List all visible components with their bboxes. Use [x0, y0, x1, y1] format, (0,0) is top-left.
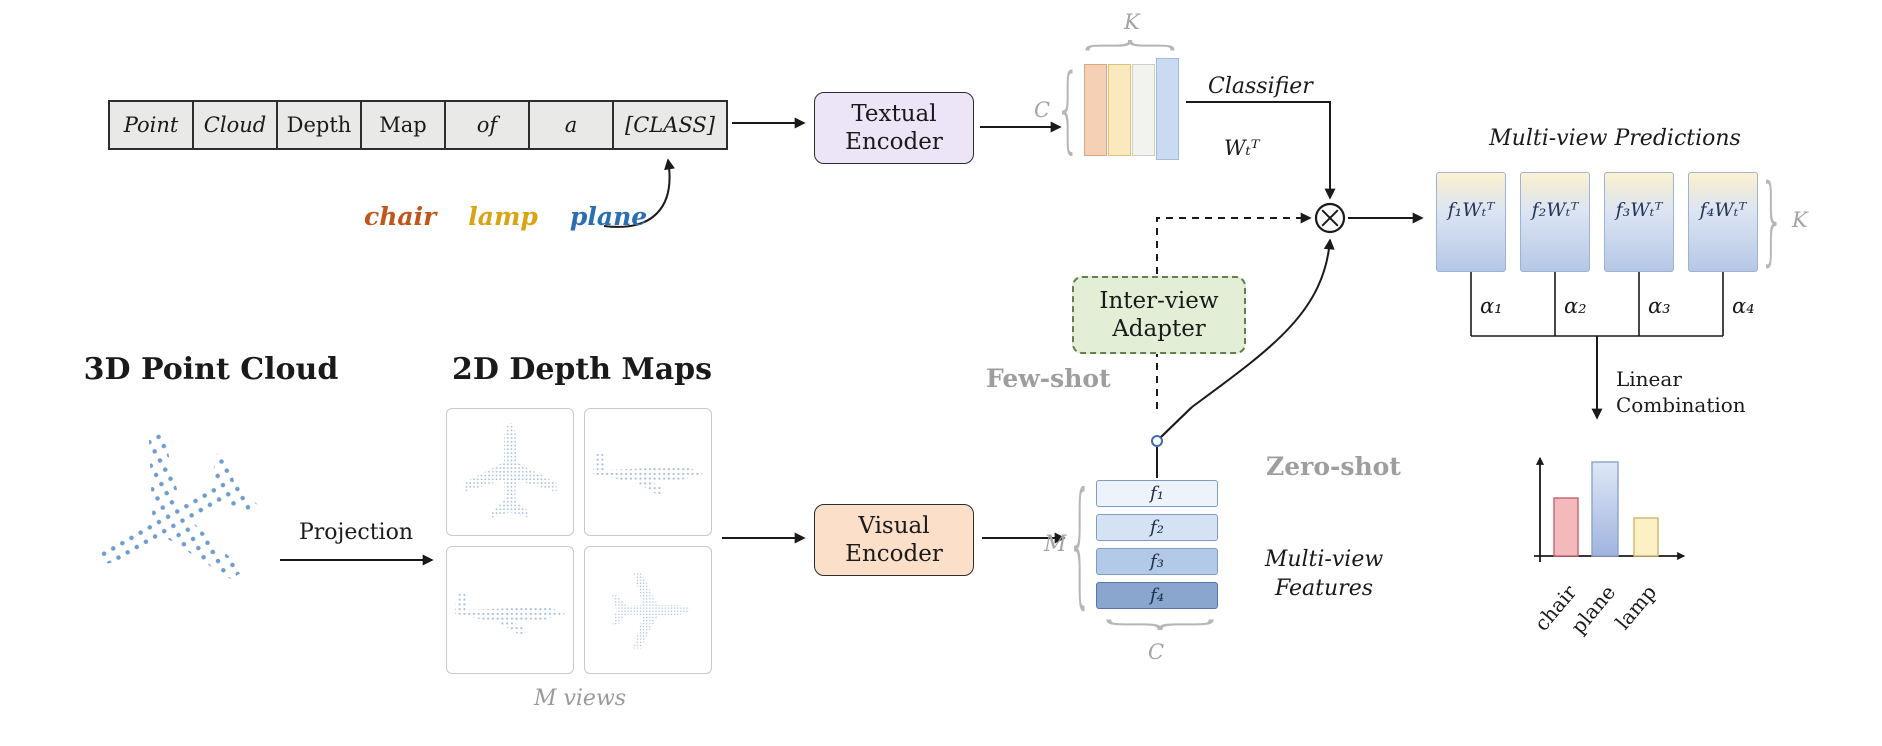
underbrace-c-icon: {: [1090, 611, 1224, 637]
brace-m-icon: {: [1067, 466, 1093, 624]
linear-label-line2: Combination: [1616, 393, 1746, 417]
brace-c-icon: {: [1055, 55, 1081, 165]
prediction-box-1: f₁Wₜᵀ: [1436, 172, 1506, 272]
feature-bar-1: f₁: [1096, 480, 1218, 507]
depth-maps-title: 2D Depth Maps: [452, 352, 713, 387]
classifier-bar-4: [1156, 58, 1179, 160]
switch-blade: [1160, 406, 1193, 438]
alpha-4-label: α₄: [1732, 294, 1755, 318]
class-word-lamp: lamp: [468, 202, 538, 231]
prediction-box-3: f₃Wₜᵀ: [1604, 172, 1674, 272]
feature-bar-3-label: f₃: [1150, 551, 1164, 572]
feature-bar-2: f₂: [1096, 514, 1218, 541]
brace-k-right-icon: }: [1759, 166, 1785, 278]
feature-bar-1-label: f₁: [1150, 483, 1164, 504]
prediction-box-2-label: f₂Wₜᵀ: [1531, 199, 1579, 221]
depth-map-cell-2: [584, 408, 712, 536]
prompt-cell: Depth: [278, 102, 362, 148]
classifier-dim-c: C: [1034, 98, 1051, 122]
features-caption-line1: Multi-view: [1264, 547, 1384, 572]
depth-map-cell-4: [584, 546, 712, 674]
features-caption-line2: Features: [1274, 575, 1374, 601]
feature-bar-4: f₄: [1096, 582, 1218, 609]
feature-bar-3: f₃: [1096, 548, 1218, 575]
classifier-bar-3: [1132, 64, 1155, 156]
visual-encoder-label-line2: Encoder: [845, 541, 943, 567]
projection-label: Projection: [298, 520, 414, 545]
prediction-box-4: f₄Wₜᵀ: [1688, 172, 1758, 272]
chart-bar-lamp: [1633, 517, 1659, 557]
features-dim-c: C: [1148, 640, 1165, 664]
linear-combination-label: Linear Combination: [1616, 366, 1746, 418]
depth-map-cell-1: [446, 408, 574, 536]
classifier-bar-2: [1108, 64, 1131, 156]
visual-encoder-label-line1: Visual: [858, 512, 930, 539]
linear-label-line1: Linear: [1616, 367, 1682, 391]
predictions-title: Multi-view Predictions: [1489, 126, 1741, 151]
alpha-2-label: α₂: [1564, 294, 1587, 318]
classifier-bar-1: [1084, 64, 1107, 156]
multiview-features-label: Multi-view Features: [1244, 546, 1404, 603]
few-shot-label: Few-shot: [986, 364, 1111, 393]
alpha-connector-lines: [1470, 272, 1724, 337]
feature-bar-4-label: f₄: [1150, 585, 1164, 606]
prompt-cell: Cloud: [194, 102, 278, 148]
alpha-1-label: α₁: [1480, 294, 1503, 318]
prediction-box-4-label: f₄Wₜᵀ: [1699, 199, 1747, 221]
fewshot-dashed-arrow: [1156, 212, 1312, 274]
alpha-3-label: α₃: [1648, 294, 1671, 318]
prompt-cell: Map: [362, 102, 446, 148]
point-cloud-airplane: [57, 406, 284, 632]
prompt-cell: of: [446, 102, 530, 148]
class-word-chair: chair: [364, 202, 437, 231]
classifier-dim-k: K: [1124, 10, 1140, 34]
textual-encoder-node: Textual Encoder: [814, 92, 974, 164]
chart-bar-plane: [1591, 461, 1619, 557]
classifier-label: Classifier: [1208, 74, 1313, 99]
overbrace-k-icon: {: [1076, 33, 1188, 59]
zero-shot-label: Zero-shot: [1266, 452, 1401, 481]
result-bar-chart: [1534, 456, 1686, 562]
point-cloud-title: 3D Point Cloud: [83, 352, 339, 387]
class-word-list: chair lamp plane: [364, 202, 647, 231]
switch-pivot: [1151, 435, 1163, 447]
prompt-cell: Point: [110, 102, 194, 148]
prediction-box-2: f₂Wₜᵀ: [1520, 172, 1590, 272]
prediction-box-1-label: f₁Wₜᵀ: [1447, 199, 1495, 221]
otimes-operator-icon: [1314, 202, 1346, 234]
visual-encoder-node: Visual Encoder: [814, 504, 974, 576]
features-dim-m: M: [1044, 532, 1067, 557]
inter-view-adapter-node: Inter-view Adapter: [1072, 276, 1246, 354]
feature-bar-2-label: f₂: [1150, 517, 1164, 538]
prompt-table: Point Cloud Depth Map of a [CLASS]: [108, 100, 728, 150]
adapter-label-line2: Adapter: [1112, 316, 1206, 342]
prediction-box-3-label: f₃Wₜᵀ: [1615, 199, 1663, 221]
depth-map-cell-3: [446, 546, 574, 674]
textual-encoder-label-line1: Textual: [851, 100, 937, 127]
class-word-plane: plane: [569, 202, 648, 231]
textual-encoder-label-line2: Encoder: [845, 129, 943, 155]
prompt-cell: a: [530, 102, 614, 148]
predictions-dim-k: K: [1792, 208, 1808, 232]
chart-bar-chair: [1553, 497, 1579, 557]
m-views-caption: M views: [533, 686, 627, 711]
classifier-weights-label: Wₜᵀ: [1224, 136, 1260, 160]
prompt-cell-class-token: [CLASS]: [625, 113, 715, 137]
adapter-label-line1: Inter-view: [1099, 287, 1219, 314]
